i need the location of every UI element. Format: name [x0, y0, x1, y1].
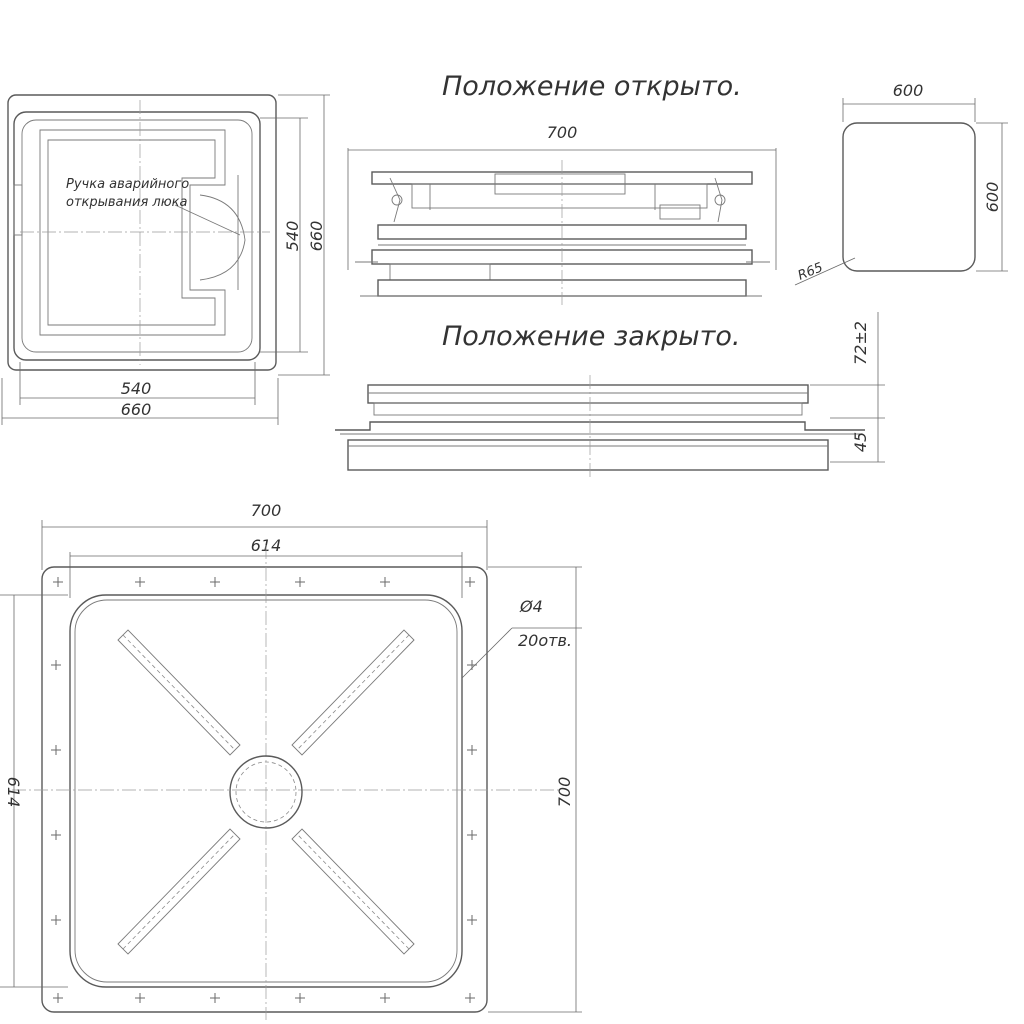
mounting-hole-mark	[465, 577, 475, 587]
hinge-left	[389, 177, 401, 223]
mounting-hole-mark	[380, 577, 390, 587]
center-boss	[229, 755, 303, 829]
top-view-lid	[13, 111, 261, 361]
dim-plan-inner-height: 614	[4, 777, 23, 808]
rib-bottom-left	[117, 828, 241, 955]
frame-step	[389, 263, 491, 281]
hole-leader	[461, 627, 513, 679]
top-view-outer-frame	[7, 94, 277, 371]
mounting-hole-mark	[51, 915, 61, 925]
center-boss-inner	[235, 761, 297, 823]
rib-top-left	[117, 629, 241, 756]
rib-hidden-line	[122, 634, 236, 751]
handle-note-line1: Ручка аварийного	[66, 177, 189, 192]
dim-open-width: 700	[547, 123, 578, 142]
closed-flange	[335, 421, 865, 431]
rib-hidden-line	[122, 833, 236, 950]
caption-closed-position: Положение закрыто.	[442, 321, 740, 352]
mounting-hole-mark	[135, 993, 145, 1003]
lid-seal	[373, 402, 803, 416]
hole-diameter: Ø4	[519, 597, 543, 616]
dim-closed-bottom: 45	[851, 432, 870, 452]
dim-inner-width: 540	[121, 379, 152, 398]
cutout-outline	[842, 122, 976, 272]
rib-bottom-right	[291, 828, 415, 955]
radius-leader	[794, 257, 856, 286]
rib-top-right	[291, 629, 415, 756]
dim-cutout-width: 600	[893, 81, 924, 100]
dim-inner-height: 540	[283, 221, 302, 252]
mounting-hole-mark	[210, 577, 220, 587]
closed-position-view: 72±2 45	[335, 312, 885, 478]
top-view: Ручка аварийного открывания люка 540 660…	[1, 94, 330, 425]
mounting-hole-mark	[51, 830, 61, 840]
mounting-hole-mark	[295, 577, 305, 587]
handle-note-line2: открывания люка	[66, 195, 188, 210]
rib-hidden-line	[296, 634, 410, 751]
plan-outer-flange	[41, 566, 488, 1013]
stiffening-ribs	[117, 629, 415, 955]
top-view-hinge-left	[13, 184, 23, 236]
mounting-holes	[51, 577, 477, 1003]
closed-lid	[367, 384, 809, 404]
dim-plan-outer-width: 700	[251, 501, 282, 520]
latch	[659, 204, 701, 220]
mounting-hole-mark	[295, 993, 305, 1003]
dim-closed-top: 72±2	[851, 321, 870, 365]
dim-outer-width: 660	[121, 400, 152, 419]
top-view-inner-panel	[39, 129, 226, 336]
note-leader	[174, 204, 241, 236]
open-lid-handle	[494, 173, 626, 195]
cutout-view: 600 600 R65	[794, 81, 1008, 286]
caption-open-position: Положение открыто.	[442, 71, 742, 102]
hinge-right	[714, 177, 723, 223]
hinge-pin	[714, 194, 726, 206]
mounting-hole-mark	[465, 993, 475, 1003]
dim-cutout-height: 600	[983, 182, 1002, 213]
mounting-hole-mark	[53, 577, 63, 587]
mounting-hole-mark	[135, 577, 145, 587]
closed-frame	[347, 439, 829, 471]
emergency-handle	[199, 194, 246, 281]
mounting-hole-mark	[210, 993, 220, 1003]
top-view-inner-panel-rim	[47, 139, 216, 326]
dim-plan-outer-height: 700	[555, 777, 574, 808]
mounting-hole-mark	[467, 745, 477, 755]
plan-view: 700 614 Ø4 20отв.	[0, 501, 582, 1020]
mounting-hole-mark	[53, 993, 63, 1003]
rib-hidden-line	[296, 833, 410, 950]
dim-corner-radius: R65	[796, 260, 825, 283]
mounting-hole-mark	[467, 915, 477, 925]
dim-outer-height: 660	[307, 221, 326, 252]
hole-count: 20отв.	[518, 631, 572, 650]
open-position-view: 700	[347, 123, 777, 305]
mounting-hole-mark	[51, 745, 61, 755]
mounting-hole-mark	[51, 660, 61, 670]
mounting-hole-mark	[467, 830, 477, 840]
mounting-hole-mark	[380, 993, 390, 1003]
open-lid-body	[411, 183, 708, 209]
top-view-lid-rim	[21, 119, 253, 353]
hinge-pin	[391, 194, 403, 206]
